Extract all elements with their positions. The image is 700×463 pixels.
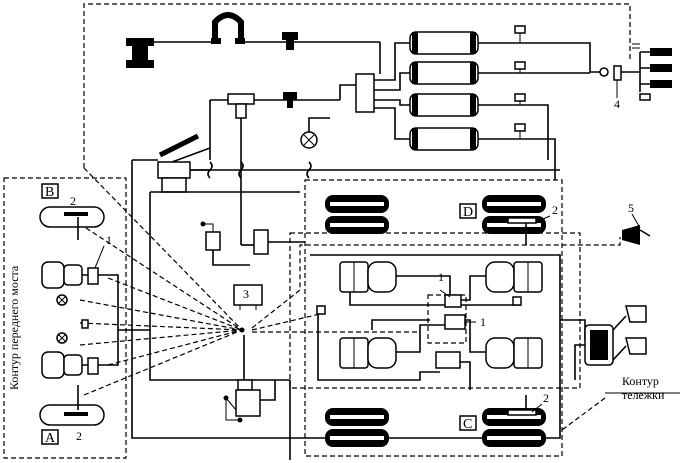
compressor (126, 38, 154, 68)
pipe-left-main (149, 192, 290, 381)
bogie-chamber-top-left (339, 261, 397, 293)
label-c: C (463, 417, 472, 432)
front-lamp-1 (56, 294, 68, 306)
bogie-pipe-b (460, 275, 486, 301)
pipe-tank4 (374, 107, 410, 140)
label-box-b (41, 183, 59, 199)
label-d: D (463, 205, 473, 220)
trailer-connector (599, 43, 672, 101)
front-brake-chamber-top: 1 (41, 233, 119, 330)
crossing-3 (306, 161, 312, 179)
label-4: 4 (614, 97, 620, 111)
bogie-pipe-out (560, 319, 586, 340)
indicator-5: 5 (622, 201, 651, 245)
label-b: B (45, 185, 54, 200)
trailer-couplings (574, 305, 647, 380)
relay-valve-right (241, 229, 305, 255)
label-box-c (459, 415, 477, 431)
bogie-pipe-g (317, 310, 440, 381)
front-wheel-bottom: A 2 (39, 385, 105, 446)
bogie-chambers (339, 261, 543, 369)
label-1-center-top: 1 (438, 270, 444, 284)
tank4-out (478, 138, 556, 180)
sensor-wires (79, 167, 621, 396)
label-2-front-bottom: 2 (76, 429, 82, 443)
air-tanks (409, 31, 479, 151)
bogie-label-pointer (561, 397, 606, 431)
air-tank-1 (409, 31, 479, 55)
manifold-block (355, 73, 375, 113)
label-1-center-bottom: 1 (480, 315, 486, 329)
bogie-chamber-bottom-right (485, 337, 543, 369)
bogie-relay-valve (435, 351, 461, 369)
crossing-2 (238, 161, 244, 179)
bogie-small-connector (512, 296, 522, 306)
drain-valves (514, 25, 526, 139)
bogie-wheel-bottom-right: C 2 (459, 391, 549, 447)
bogie-pipe-top (310, 254, 561, 390)
air-tank-2 (409, 61, 479, 85)
bogie-wheel-top-left (325, 195, 389, 234)
bogie-abs-valve-bottom: 1 (444, 314, 486, 330)
pressure-gauge (300, 117, 330, 149)
pressure-regulator (211, 12, 245, 44)
manifold-input (339, 84, 356, 100)
air-tank-3 (409, 93, 479, 117)
t-junction (227, 93, 255, 119)
bogie-circuit-box (304, 179, 563, 457)
brake-valve (157, 161, 191, 193)
label-3: 3 (243, 287, 249, 301)
pipe-tank3 (374, 99, 410, 106)
front-axle-circuit-box (3, 177, 127, 459)
label-box-d (459, 203, 477, 219)
label-5: 5 (628, 201, 634, 215)
control-unit-3: 3 (233, 284, 263, 310)
bogie-left-connector (316, 305, 326, 315)
front-connector (81, 319, 89, 329)
sensor-loop-top (83, 3, 631, 168)
front-lamp-2 (56, 332, 68, 344)
label-2-rear-top: 2 (552, 203, 558, 217)
bogie-pipe-c (396, 324, 445, 353)
brake-pedal (158, 133, 211, 163)
air-tank-4 (409, 127, 479, 151)
bogie-circuit-label-1: Контур (622, 374, 659, 388)
moisture-separator (282, 32, 298, 50)
bogie-pipe-h (460, 361, 471, 390)
relay-valve-left (200, 221, 250, 266)
label-2-rear-bottom: 2 (543, 391, 549, 405)
label-box-a (41, 429, 59, 445)
parking-brake-valve (223, 335, 276, 423)
bogie-chamber-top-right (485, 261, 543, 293)
pipe-tank1 (374, 42, 410, 81)
bogie-wheel-bottom-left (325, 408, 389, 447)
bogie-wheel-top-right: D 2 (459, 195, 558, 245)
front-wheel-top: B 2 (39, 183, 105, 240)
secondary-valve (283, 92, 297, 108)
bogie-chamber-bottom-left (339, 337, 397, 369)
label-a: A (45, 431, 56, 446)
pipe-left-outer (131, 160, 290, 439)
crossing-1 (207, 161, 213, 179)
tank3-out (478, 104, 549, 160)
front-brake-chamber-bottom (41, 329, 150, 379)
bogie-pipe-a (396, 275, 451, 295)
bogie-pipe-e (349, 292, 521, 306)
bogie-circuit-label-2: тележки (622, 388, 665, 402)
bogie-abs-valve-top: 1 (438, 270, 462, 308)
label-2-front-top: 2 (70, 194, 76, 208)
tank1-out (478, 42, 605, 73)
bogie-inner-box (289, 232, 581, 389)
label-1-front: 1 (106, 233, 112, 247)
pipe-tank2 (374, 72, 410, 91)
front-axle-circuit-label: Контур переднего моста (7, 265, 21, 390)
bogie-pipe-f (371, 319, 430, 330)
